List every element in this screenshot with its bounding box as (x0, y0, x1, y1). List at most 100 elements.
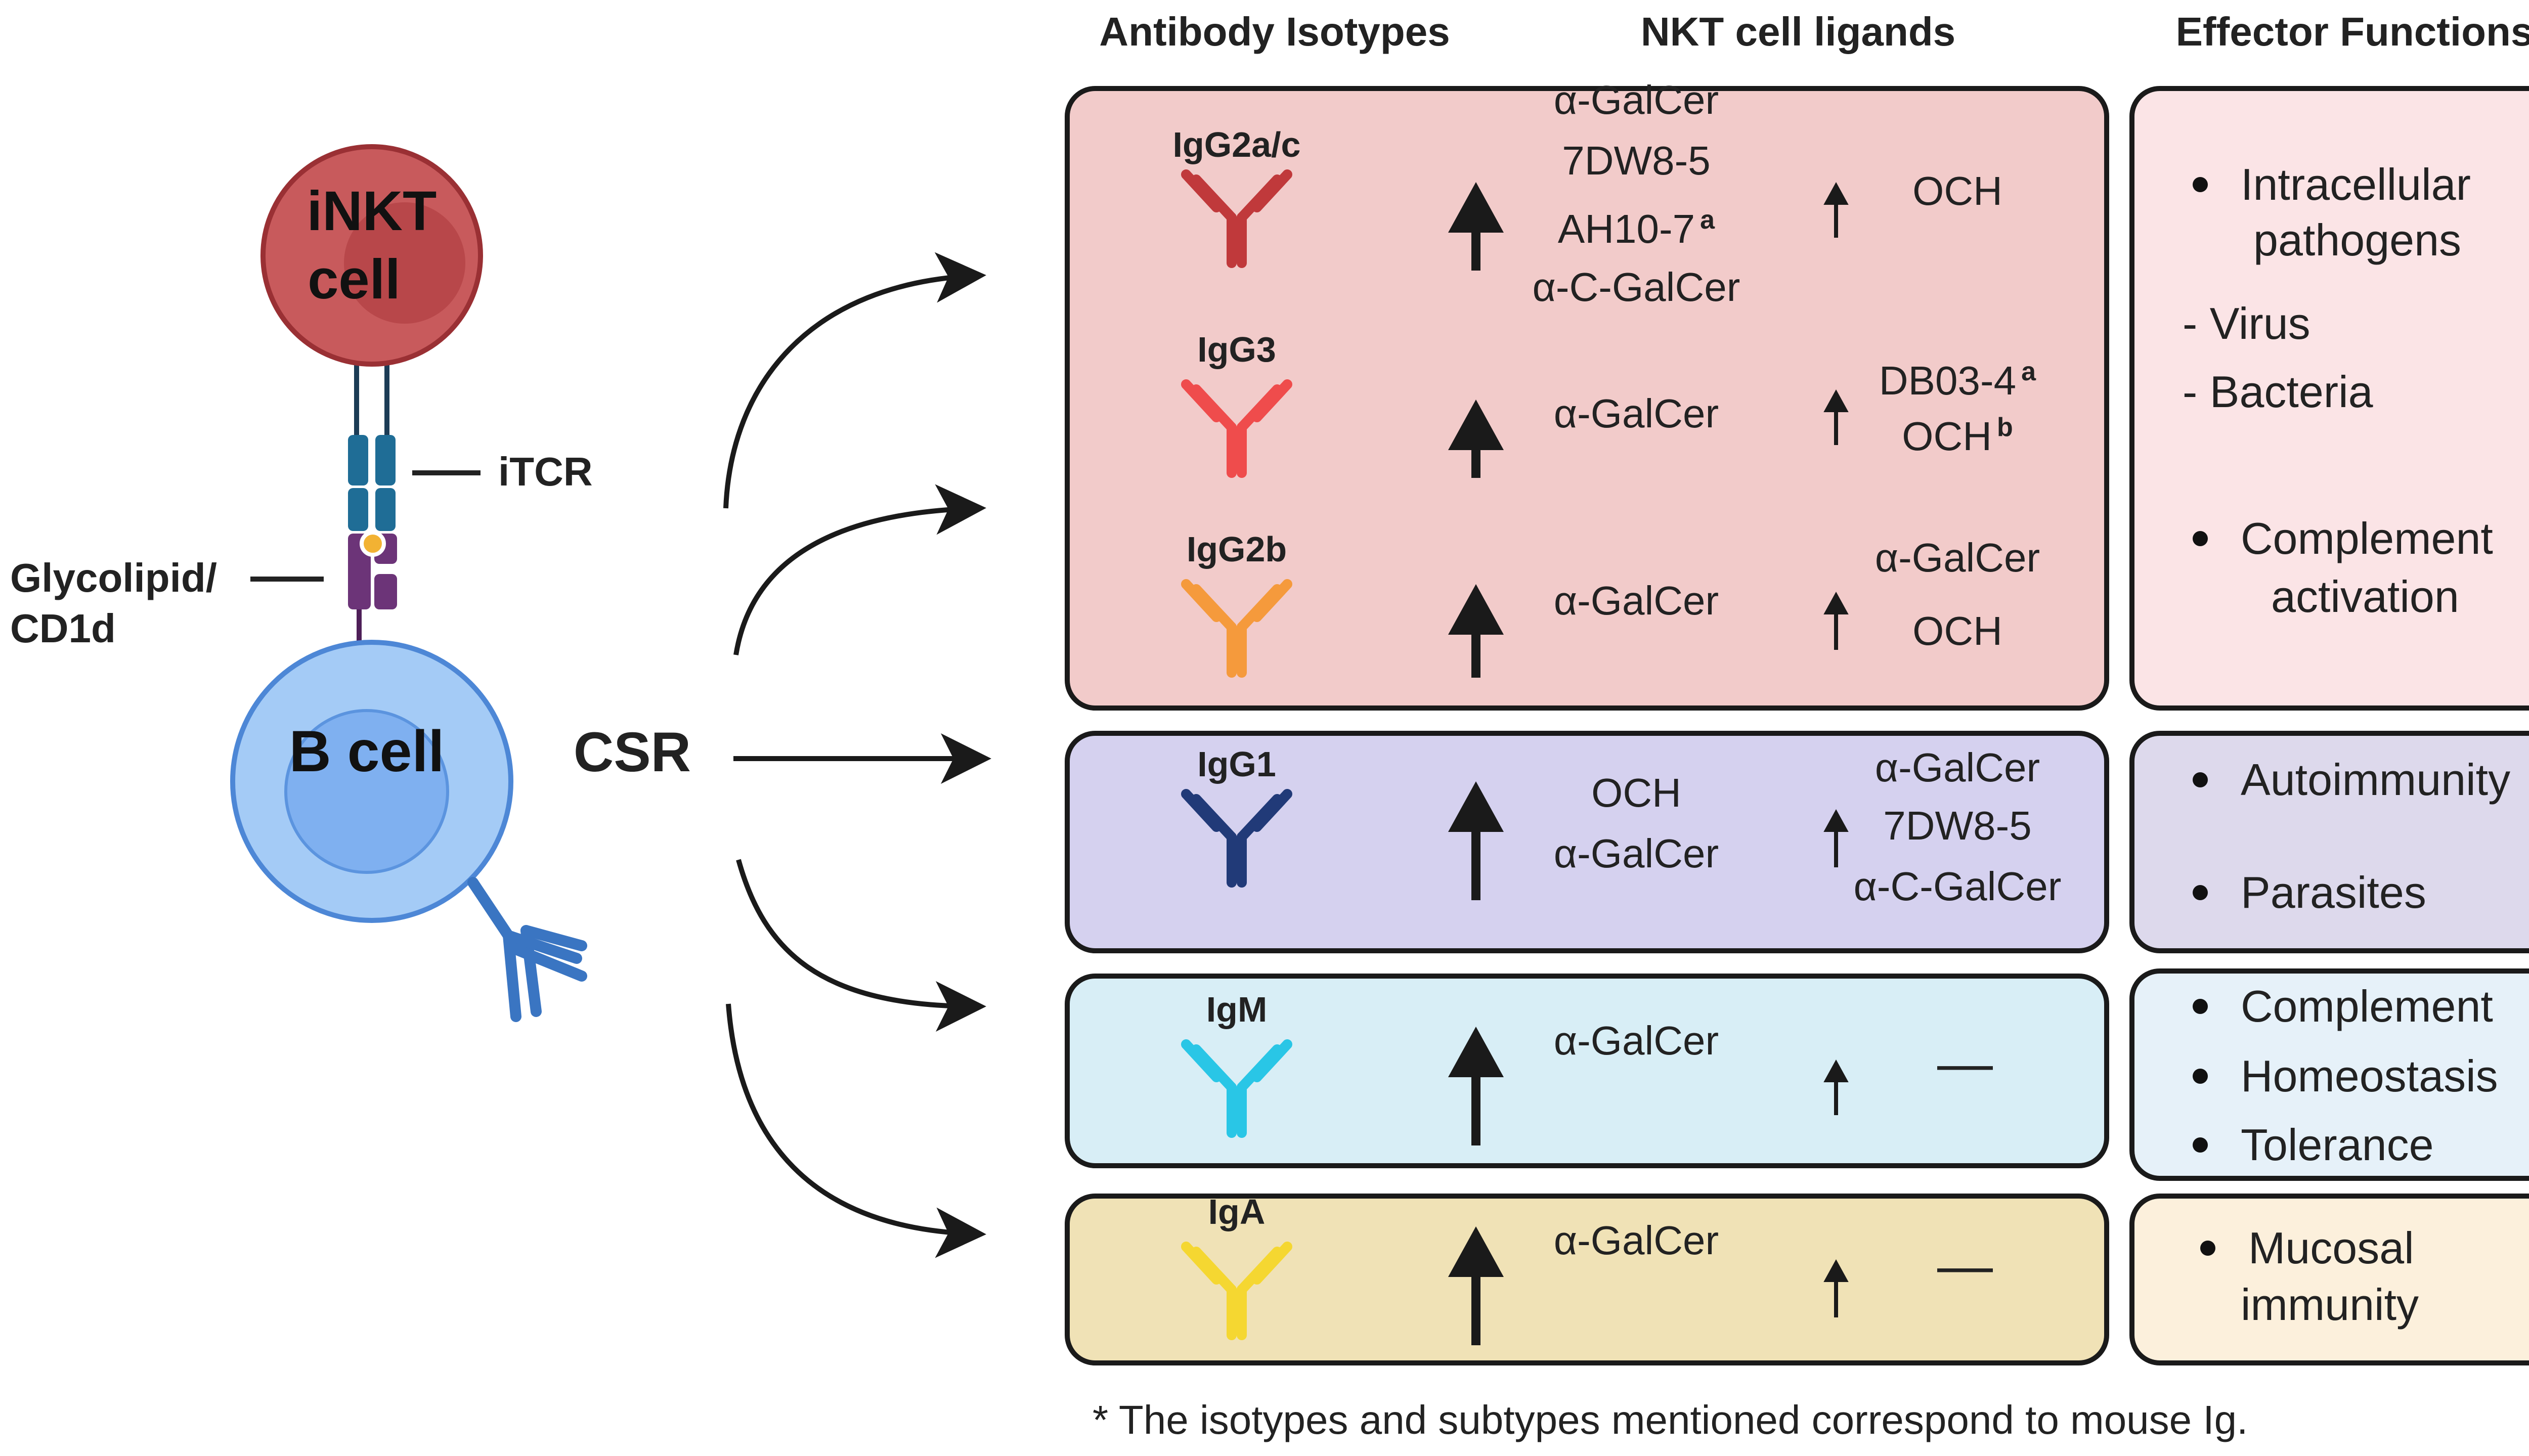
up-arrow-small-icon (1823, 182, 1849, 238)
effector-complement-igm: Complement (2241, 981, 2493, 1031)
header-nkt-ligands: NKT cell ligands (1641, 9, 1955, 54)
arrow-to-igg2ac (723, 252, 986, 509)
bullet-icon (2193, 1069, 2208, 1084)
effector-panel-yellow (2129, 1194, 2529, 1365)
effector-homeostasis: Homeostasis (2241, 1051, 2498, 1101)
panel-igg2-igg3 (1065, 86, 2109, 711)
ligand-weak: 7DW8-5 (1883, 803, 2031, 848)
ligand-weak: OCH (1912, 608, 2002, 653)
effector-tolerance: Tolerance (2241, 1120, 2434, 1170)
effector-intracellular: Intracellular (2241, 159, 2471, 209)
effector-parasites: Parasites (2241, 867, 2426, 917)
b-cell-label: B cell (289, 719, 445, 784)
effectors-red: Intracellular pathogens - Virus - Bacter… (2183, 159, 2493, 622)
effector-panel-cyan (2129, 968, 2529, 1181)
isotype-name: IgG1 (1197, 744, 1276, 784)
up-arrow-small-icon (1823, 1060, 1849, 1115)
header-antibody-isotypes: Antibody Isotypes (1099, 9, 1450, 54)
isotype-row: IgA α-GalCer — (1186, 1192, 1993, 1345)
ligand-none-dash: — (1937, 1234, 1993, 1297)
bullet-icon (2193, 177, 2208, 192)
ligand-strong: OCH (1591, 770, 1681, 815)
up-arrow-small-icon (1823, 809, 1849, 867)
ligand-weak: α-GalCer (1875, 745, 2040, 790)
up-arrow-large-icon (1448, 400, 1504, 478)
ligand-weak: OCH (1912, 168, 2002, 213)
effector-panel-red (2129, 86, 2529, 711)
isotype-name: IgM (1206, 990, 1268, 1029)
b-cell: B cell (230, 640, 513, 923)
effector-activation: activation (2271, 571, 2459, 622)
effector-complement: Complement (2241, 513, 2493, 563)
panel-iga (1065, 1194, 2109, 1365)
up-arrow-small-icon (1823, 389, 1849, 445)
inkt-label-line1: iNKT (307, 180, 437, 242)
isotype-name: IgG2b (1187, 530, 1287, 569)
up-arrow-large-icon (1448, 182, 1504, 271)
csr-label: CSR (574, 721, 691, 783)
panel-igg1 (1065, 731, 2109, 953)
up-arrow-large-icon (1448, 1226, 1504, 1345)
effector-panel-purple (2129, 731, 2529, 953)
effector-virus: - Virus (2183, 298, 2310, 348)
arrow-to-igg3 (733, 484, 986, 655)
footnote: * The isotypes and subtypes mentioned co… (1093, 1397, 2248, 1442)
up-arrow-large-icon (1448, 584, 1504, 678)
ligand-strong: α-GalCer (1554, 391, 1719, 436)
isotype-name: IgG3 (1197, 330, 1276, 369)
isotype-name: IgG2a/c (1173, 125, 1301, 164)
panel-igm (1065, 974, 2109, 1168)
ligand-weak: α-C-GalCer (1854, 864, 2062, 909)
bullet-icon (2193, 531, 2208, 546)
effector-immunity: immunity (2241, 1279, 2419, 1330)
ligand-none-dash: — (1937, 1032, 1993, 1094)
arrow-to-iga (726, 1003, 986, 1258)
up-arrow-small-icon (1823, 1259, 1849, 1317)
up-arrow-small-icon (1823, 592, 1849, 650)
bullet-icon (2193, 999, 2208, 1014)
inkt-label-line2: cell (308, 248, 400, 311)
itcr-label: iTCR (498, 449, 593, 494)
ligand-strong: α-GalCer (1554, 1018, 1719, 1063)
header-effector-functions: Effector Functions (2176, 9, 2529, 54)
bullet-icon (2200, 1241, 2215, 1256)
ligand-weak: α-GalCer (1875, 535, 2040, 580)
effector-autoimmunity: Autoimmunity (2241, 755, 2510, 805)
glycolipid-label-line2: CD1d (10, 606, 116, 651)
glycolipid-cd1d (348, 531, 397, 678)
bullet-icon (2193, 772, 2208, 787)
surface-antibody (467, 877, 587, 1022)
ligand-strong: α-GalCer (1554, 1218, 1719, 1263)
bullet-icon (2193, 885, 2208, 900)
ligand-strong: α-GalCer (1554, 578, 1719, 623)
effector-mucosal: Mucosal (2248, 1223, 2414, 1273)
ligand-strong: α-GalCer (1554, 77, 1719, 122)
effectors-purple: Autoimmunity Parasites (2193, 755, 2510, 917)
up-arrow-large-icon (1448, 1027, 1504, 1145)
itcr-receptor (348, 435, 396, 531)
isotype-row: IgM α-GalCer — (1186, 990, 1993, 1145)
ligand-strong: α-C-GalCer (1533, 264, 1740, 310)
glycolipid-antigen (360, 531, 386, 557)
glycolipid-label-line1: Glycolipid/ (10, 555, 217, 600)
bullet-icon (2193, 1137, 2208, 1153)
inkt-cell: iNKT cell (260, 144, 483, 367)
arrow-to-igm (736, 859, 986, 1032)
isotype-name: IgA (1208, 1192, 1266, 1231)
effector-pathogens: pathogens (2253, 215, 2461, 265)
ligand-strong: 7DW8-5 (1562, 138, 1710, 183)
up-arrow-large-icon (1448, 781, 1504, 900)
effector-bacteria: - Bacteria (2183, 367, 2373, 417)
effectors-cyan: Complement Homeostasis Tolerance (2193, 981, 2498, 1170)
effectors-yellow: Mucosal immunity (2200, 1223, 2419, 1330)
